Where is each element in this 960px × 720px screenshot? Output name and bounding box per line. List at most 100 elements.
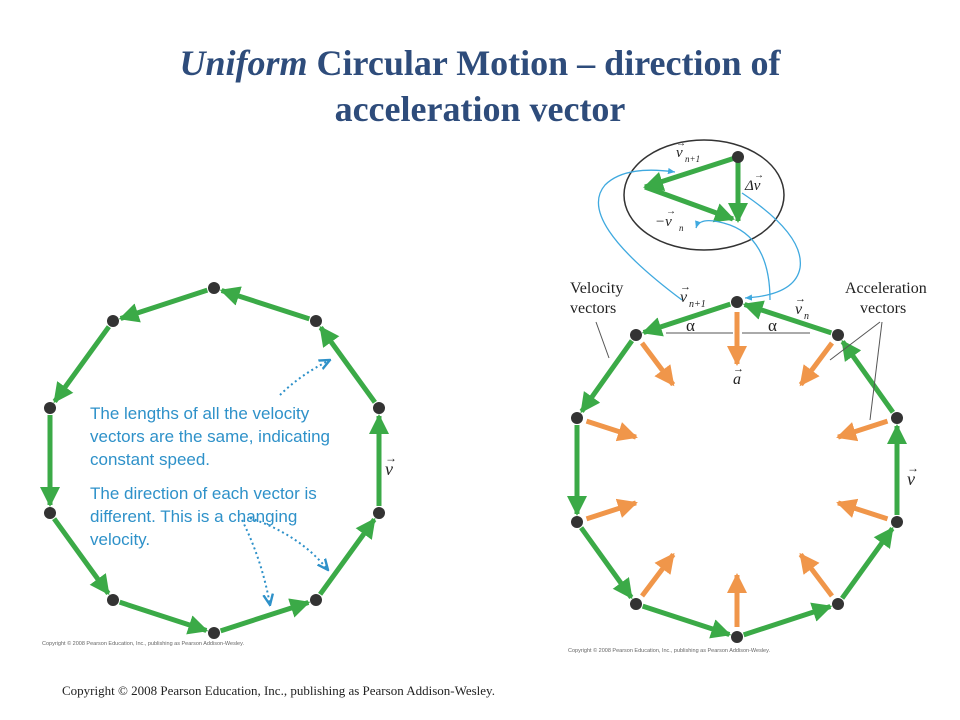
footer-copyright: Copyright © 2008 Pearson Education, Inc.… (62, 683, 495, 698)
right-velocity-arrow (579, 526, 634, 600)
accel-vectors-label-line2: vectors (860, 300, 906, 317)
title-line2: acceleration vector (334, 89, 626, 129)
left-position-dot (373, 402, 385, 414)
inset-delta-v-label: Δv (744, 178, 761, 194)
left-position-dot (107, 315, 119, 327)
page-title: Uniform Circular Motion – direction of a… (0, 40, 960, 132)
left-position-dot (44, 507, 56, 519)
right-acceleration-arrow (798, 552, 834, 598)
left-figure-copyright: Copyright © 2008 Pearson Education, Inc.… (42, 641, 244, 647)
inset-vn1-arrow-accent: → (676, 138, 686, 149)
left-velocity-arrow (318, 517, 377, 596)
left-velocity-arrow (219, 598, 311, 634)
right-v-arrow-accent: → (907, 461, 919, 475)
right-velocity-arrow (641, 603, 732, 639)
right-position-dot (731, 631, 743, 643)
right-velocity-arrow (742, 300, 833, 336)
left-position-dot (107, 594, 119, 606)
right-position-dot (571, 412, 583, 424)
right-position-dot (630, 329, 642, 341)
right-position-dot (571, 516, 583, 528)
inset-vn1-label: v (676, 145, 683, 161)
inset-connector-2 (695, 220, 771, 301)
left-velocity-arrow (52, 325, 111, 404)
velocity-label-leader (595, 321, 610, 359)
accel-vectors-label-line1: Acceleration (845, 280, 927, 297)
inset-dot (732, 151, 744, 163)
inset-connector-3 (741, 192, 801, 301)
title-rest: Circular Motion – direction of (307, 43, 781, 83)
inset-ellipse (623, 139, 785, 251)
vn1-sub: n+1 (689, 299, 706, 310)
left-velocity-arrow (52, 517, 111, 596)
left-position-dot (208, 627, 220, 639)
velocity-vectors-label-line1: Velocity (570, 280, 623, 297)
vn-arrow-accent: → (795, 293, 806, 305)
inset-delta-v-arrow-accent: → (754, 170, 764, 181)
right-acceleration-arrow (836, 418, 889, 442)
alpha-left: α (686, 316, 695, 335)
callout-arrow-top (279, 360, 330, 396)
right-velocity-arrow (579, 339, 634, 414)
callout-arrow-bottom-right (249, 517, 328, 570)
inset-minus-vn-sub: n (679, 223, 684, 233)
callout-arrow-bottom-left (241, 519, 270, 605)
left-velocity-arrows (40, 286, 389, 635)
a-arrow-accent: → (733, 363, 744, 375)
inset-minus-vn-arrow-accent: → (666, 206, 676, 217)
right-position-dots (571, 296, 903, 643)
a-label: a (733, 371, 741, 388)
right-position-dot (832, 598, 844, 610)
right-velocity-arrow (840, 339, 895, 414)
right-acceleration-arrows (585, 312, 889, 627)
right-velocity-arrow (641, 301, 732, 337)
right-position-dot (731, 296, 743, 308)
velocity-vectors-label-line2: vectors (570, 300, 616, 317)
left-position-dot (310, 594, 322, 606)
vn1-arrow-accent: → (680, 281, 691, 293)
right-acceleration-arrow (585, 418, 638, 442)
left-position-dot (44, 402, 56, 414)
title-italic: Uniform (179, 43, 308, 83)
vn-label: v (795, 301, 803, 318)
inset-vn1-arrow (643, 154, 739, 191)
callout-constant-speed: The lengths of all the velocity vectors … (90, 404, 331, 469)
vn1-label: v (680, 289, 688, 306)
right-acceleration-arrow (640, 552, 676, 598)
left-position-dot (373, 507, 385, 519)
right-acceleration-arrow (798, 341, 835, 387)
right-acceleration-arrow (639, 341, 676, 387)
left-velocity-arrow (118, 599, 209, 635)
right-position-dot (891, 516, 903, 528)
right-v-label: v (907, 469, 915, 489)
left-circle-diagram: v → (40, 282, 397, 639)
right-acceleration-arrow (585, 498, 638, 522)
accel-label-leader-2 (869, 321, 883, 421)
right-circle-diagram: Velocity vectors Acceleration vectors v … (567, 138, 927, 643)
right-acceleration-arrow (836, 498, 889, 522)
right-velocity-arrow (742, 602, 833, 638)
vn-sub: n (804, 311, 809, 322)
left-v-label: v (385, 459, 393, 479)
inset-minus-vn-arrow (644, 184, 735, 223)
accel-label-leader-1 (829, 321, 881, 361)
inset-connector-1 (597, 167, 683, 301)
right-figure-copyright: Copyright © 2008 Pearson Education, Inc.… (568, 648, 770, 654)
right-velocity-arrow (840, 526, 895, 600)
right-velocity-arrows (567, 300, 907, 639)
left-position-dot (208, 282, 220, 294)
inset-vn1-sub: n+1 (685, 154, 700, 164)
right-position-dot (630, 598, 642, 610)
right-position-dot (891, 412, 903, 424)
right-position-dot (832, 329, 844, 341)
callout-changing-velocity: The direction of each vector is differen… (90, 484, 317, 549)
left-velocity-arrow (219, 286, 311, 322)
left-position-dot (310, 315, 322, 327)
alpha-right: α (768, 316, 777, 335)
left-position-dots (44, 282, 385, 639)
left-velocity-arrow (318, 325, 377, 404)
inset-minus-vn-label: −v (655, 214, 672, 230)
left-velocity-arrow (118, 287, 209, 323)
left-v-arrow-accent: → (385, 451, 397, 465)
